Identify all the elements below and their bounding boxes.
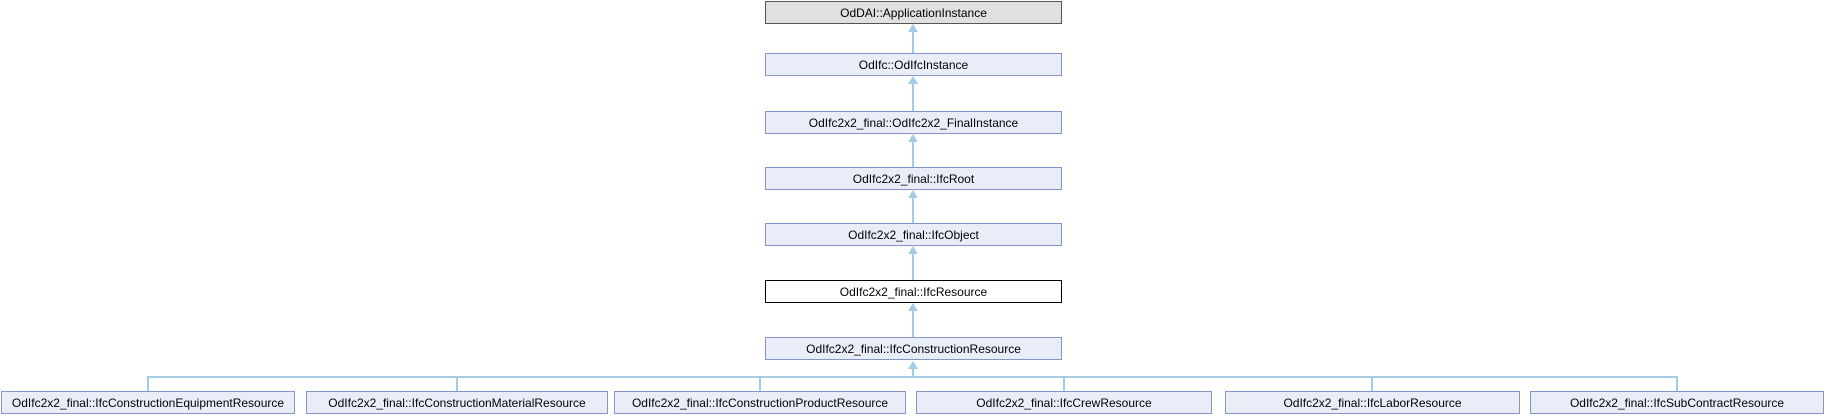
inheritance-edge — [912, 83, 914, 111]
inheritance-arrow-up-icon — [908, 76, 918, 84]
class-node-ifcconstructionequipmentresource[interactable]: OdIfc2x2_final::IfcConstructionEquipment… — [1, 391, 295, 414]
inheritance-edge — [912, 253, 914, 280]
inheritance-edge — [912, 141, 914, 167]
inheritance-edge — [1371, 378, 1373, 391]
class-node-ifcresource-current: OdIfc2x2_final::IfcResource — [765, 280, 1062, 303]
class-node-odifcinstance[interactable]: OdIfc::OdIfcInstance — [765, 53, 1062, 76]
class-node-ifcconstructionresource[interactable]: OdIfc2x2_final::IfcConstructionResource — [765, 337, 1062, 360]
inheritance-arrow-up-icon — [908, 24, 918, 32]
inheritance-arrow-up-icon — [908, 361, 918, 369]
inheritance-trunk-line — [147, 376, 1678, 378]
class-node-ifcsubcontractresource[interactable]: OdIfc2x2_final::IfcSubContractResource — [1530, 391, 1824, 414]
inheritance-edge — [759, 378, 761, 391]
class-node-application-instance: OdDAI::ApplicationInstance — [765, 1, 1062, 24]
inheritance-edge — [912, 31, 914, 53]
class-node-ifcobject[interactable]: OdIfc2x2_final::IfcObject — [765, 223, 1062, 246]
class-node-ifcconstructionproductresource[interactable]: OdIfc2x2_final::IfcConstructionProductRe… — [614, 391, 906, 414]
inheritance-arrow-up-icon — [908, 190, 918, 198]
class-node-ifcroot[interactable]: OdIfc2x2_final::IfcRoot — [765, 167, 1062, 190]
inheritance-arrow-up-icon — [908, 134, 918, 142]
class-node-odifc2x2-finalinstance[interactable]: OdIfc2x2_final::OdIfc2x2_FinalInstance — [765, 111, 1062, 134]
inheritance-edge — [912, 197, 914, 223]
inheritance-arrow-up-icon — [908, 246, 918, 254]
inheritance-edge — [1063, 378, 1065, 391]
inheritance-edge — [147, 378, 149, 391]
class-node-ifclaborresource[interactable]: OdIfc2x2_final::IfcLaborResource — [1225, 391, 1520, 414]
inheritance-edge — [1676, 378, 1678, 391]
inheritance-edge — [456, 378, 458, 391]
class-node-ifccrewresource[interactable]: OdIfc2x2_final::IfcCrewResource — [916, 391, 1212, 414]
inheritance-edge — [912, 369, 914, 376]
inheritance-edge — [912, 310, 914, 337]
class-node-ifcconstructionmaterialresource[interactable]: OdIfc2x2_final::IfcConstructionMaterialR… — [306, 391, 608, 414]
inheritance-arrow-up-icon — [908, 303, 918, 311]
